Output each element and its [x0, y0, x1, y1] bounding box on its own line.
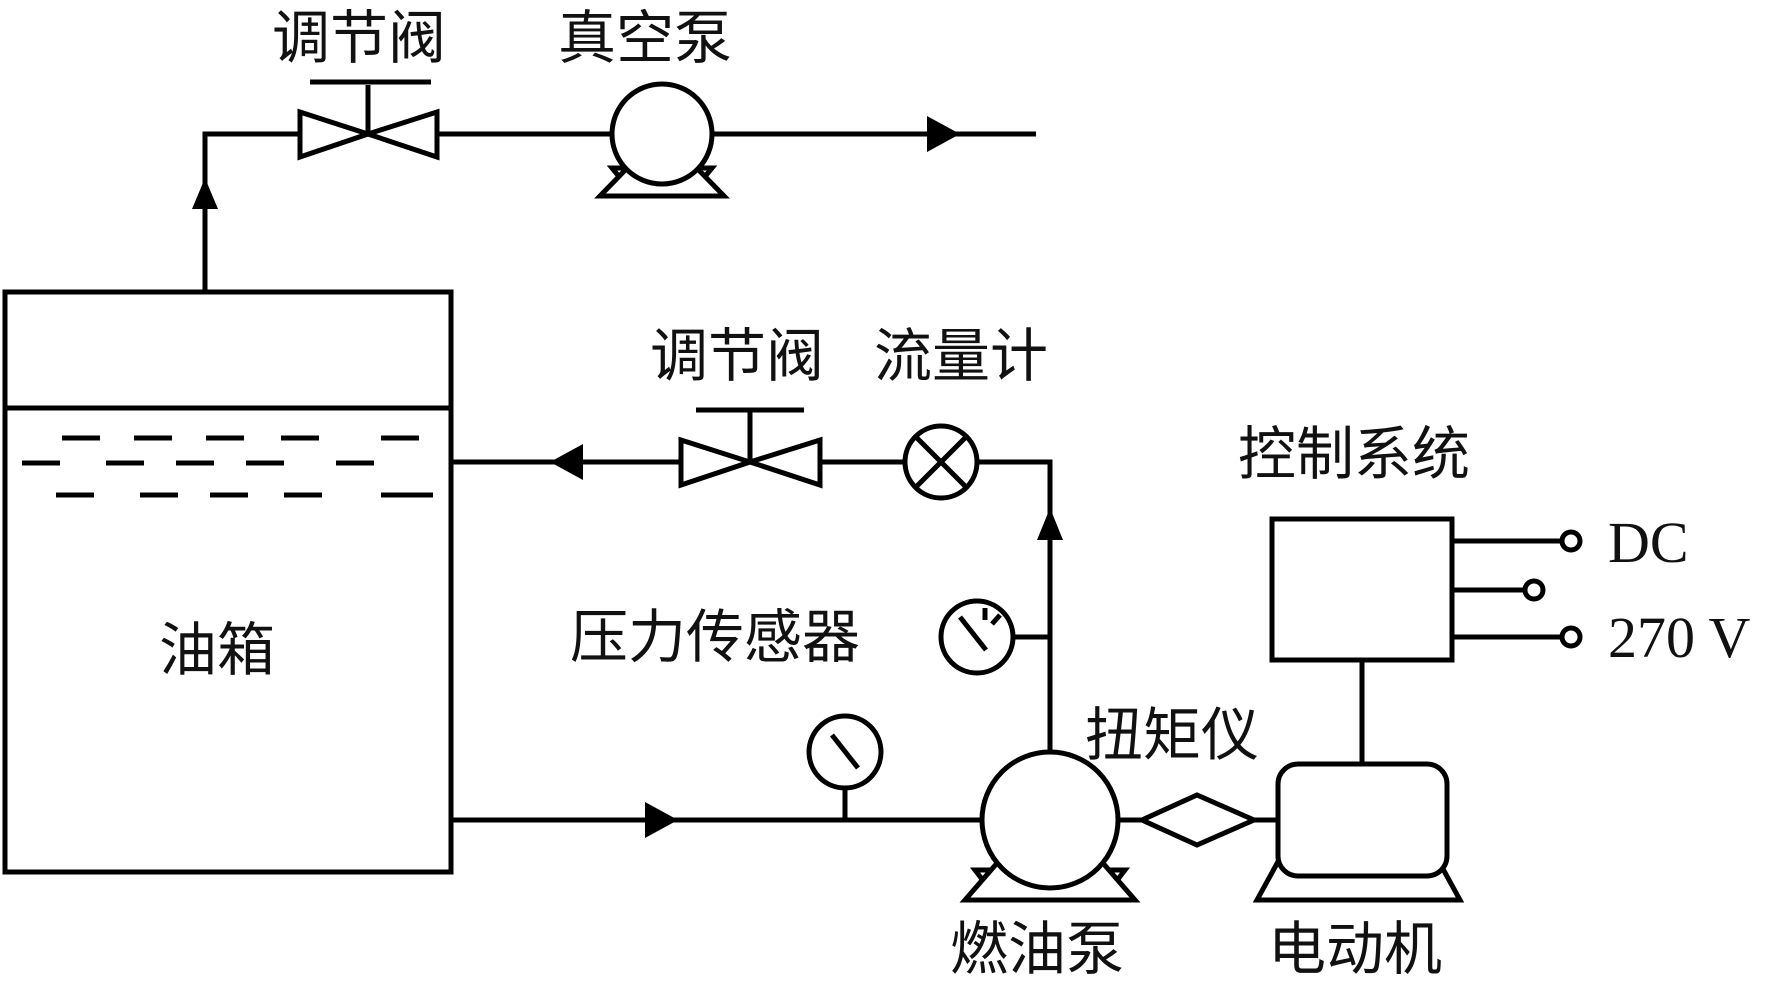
oil-tank [2, 289, 454, 875]
pressure-sensor [938, 598, 1016, 676]
flowmeter-label: 流量计 [874, 322, 1048, 390]
dc-terminal-top-icon [1559, 529, 1583, 553]
vacuum-line [192, 116, 1036, 292]
fuel-pump-label: 燃油泵 [950, 915, 1124, 983]
vacuum-pump [594, 81, 730, 199]
flow-arrow-up-icon [192, 178, 218, 209]
oil-tank-label: 油箱 [159, 616, 275, 684]
torque-meter [1118, 792, 1278, 848]
flow-arrow-right-icon [645, 802, 678, 838]
fuel-pump [959, 749, 1141, 903]
flow-arrow-left-icon [550, 444, 583, 480]
motor-label: 电动机 [1268, 915, 1442, 983]
supply-line [451, 790, 985, 838]
dc-terminal-bottom-icon [1559, 625, 1583, 649]
flow-arrow-right-icon [927, 116, 960, 152]
regulating-valve-top [297, 79, 440, 161]
regulating-valve-mid [678, 407, 823, 489]
oil-surface-dashes [22, 435, 433, 498]
torque-meter-label: 扭矩仪 [1085, 701, 1259, 769]
pressure-gauge [806, 713, 884, 791]
electric-motor [1252, 761, 1465, 903]
control-system [1269, 516, 1583, 764]
flowmeter [902, 423, 980, 501]
flow-arrow-up-icon [1037, 508, 1063, 540]
return-line [451, 444, 1063, 752]
pressure-sensor-label: 压力传感器 [570, 603, 860, 671]
dc-terminal-mid-icon [1522, 578, 1546, 602]
vacuum-pump-label: 真空泵 [558, 4, 732, 72]
dc-label: DC [1608, 510, 1689, 575]
regulating-valve-mid-label: 调节阀 [650, 322, 824, 390]
control-system-label: 控制系统 [1238, 420, 1470, 488]
voltage-label: 270 V [1608, 605, 1750, 670]
regulating-valve-top-label: 调节阀 [272, 4, 446, 72]
